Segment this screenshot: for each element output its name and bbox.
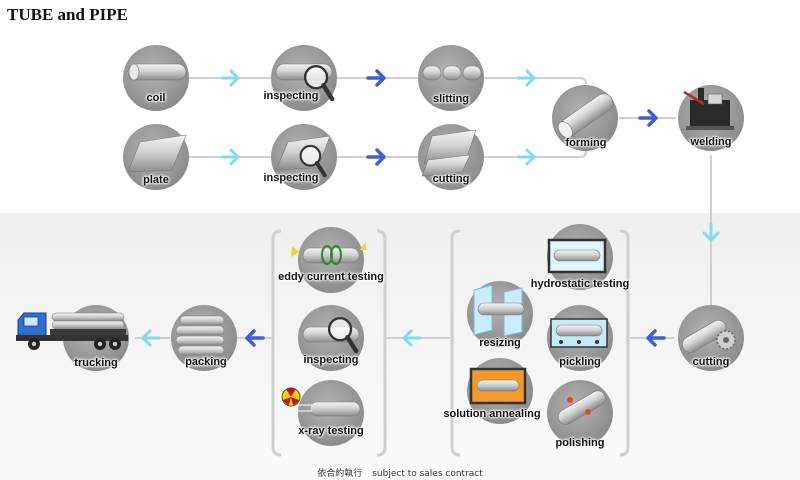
dark-arrow [366, 148, 386, 166]
light-arrow-down [702, 222, 720, 242]
cutting-tube-label: cutting [692, 356, 730, 368]
plate-step [123, 124, 189, 190]
inspecting-final-label: inspecting [303, 354, 359, 366]
slitting-label: slitting [432, 93, 470, 105]
coil-label: coil [146, 92, 166, 104]
inspecting-plate-step [271, 124, 337, 190]
dark-arrow-left [245, 329, 265, 347]
resizing-label: resizing [479, 337, 521, 349]
coil-step [123, 45, 189, 111]
hydrostatic-testing-step [547, 224, 613, 290]
inspecting-plate-label: inspecting [263, 172, 319, 184]
polishing-label: polishing [555, 437, 605, 449]
cutting-plate-label: cutting [432, 173, 470, 185]
pickling-label: pickling [559, 356, 601, 368]
light-arrow [220, 69, 240, 87]
light-arrow [220, 148, 240, 166]
pickling-step [547, 305, 613, 371]
welding-step [678, 85, 744, 151]
cutting-tube-step [678, 305, 744, 371]
light-arrow-left [141, 329, 161, 347]
inspecting-coil-label: inspecting [263, 90, 319, 102]
dark-arrow [638, 109, 658, 127]
polishing-step [547, 380, 613, 446]
packing-label: packing [185, 356, 227, 368]
welding-label: welding [690, 136, 732, 148]
lower-background [0, 213, 800, 480]
inspecting-coil-step [271, 45, 337, 111]
solution-annealing-step [467, 358, 533, 424]
cutting-plate-step [418, 124, 484, 190]
footer-cn-text: 依合約執行 [317, 469, 363, 479]
connector-lines [135, 77, 712, 457]
solution-annealing-label: solution annealing [443, 408, 541, 420]
page-title: TUBE and PIPE [7, 5, 128, 24]
xray-testing-label: x-ray testing [298, 425, 364, 437]
trucking-step [16, 305, 129, 371]
forming-label: forming [565, 137, 607, 149]
footer-en-text: subject to sales contract [372, 469, 483, 479]
eddy-current-testing-step [291, 227, 367, 293]
hydrostatic-testing-label: hydrostatic testing [530, 278, 630, 290]
forming-step [552, 85, 618, 151]
dark-arrow [366, 69, 386, 87]
trucking-label: trucking [74, 357, 118, 369]
dark-arrow-left [646, 329, 666, 347]
light-arrow-left [402, 329, 422, 347]
footer-note: 依合約執行 subject to sales contract [0, 466, 800, 479]
light-arrow [516, 148, 536, 166]
packing-step [171, 305, 237, 371]
light-arrow [516, 69, 536, 87]
slitting-step [418, 45, 484, 111]
inspecting-final-step [298, 305, 364, 371]
eddy-current-testing-label: eddy current testing [278, 271, 384, 283]
resizing-step [467, 281, 533, 347]
plate-label: plate [143, 174, 169, 186]
xray-testing-step [281, 380, 364, 446]
